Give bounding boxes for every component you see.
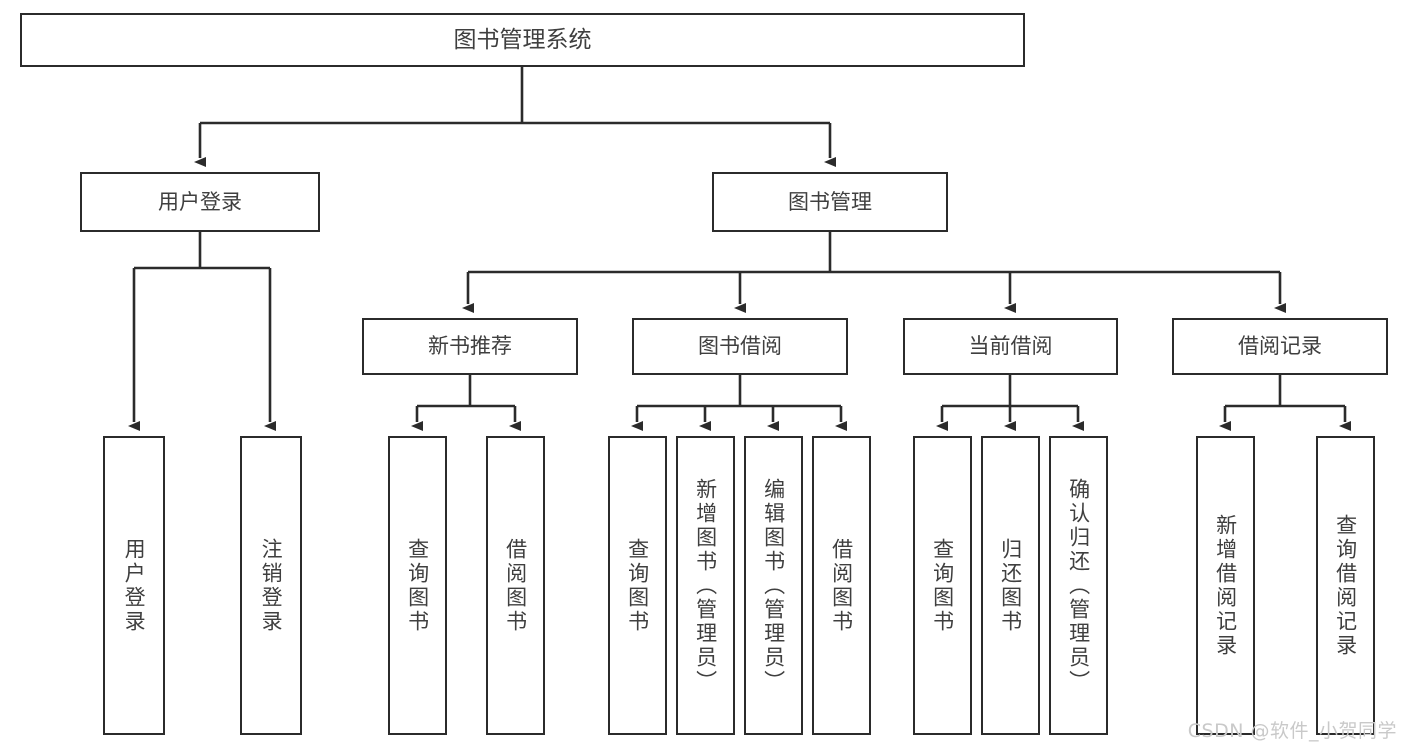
- leaf-user-login-logout[interactable]: 注销登录: [240, 436, 302, 735]
- node-label: 用户登录: [122, 537, 147, 634]
- node-label: 查询借阅记录: [1333, 513, 1358, 658]
- node-book-management[interactable]: 图书管理: [712, 172, 948, 232]
- csdn-watermark: CSDN @软件_小贺同学: [1187, 720, 1397, 742]
- leaf-borrow-borrow-book[interactable]: 借阅图书: [812, 436, 871, 735]
- node-root-system[interactable]: 图书管理系统: [20, 13, 1025, 67]
- node-label: 借阅记录: [1238, 334, 1322, 359]
- node-label: 当前借阅: [968, 334, 1053, 359]
- node-label: 注销登录: [259, 537, 284, 634]
- node-current-borrow[interactable]: 当前借阅: [903, 318, 1118, 375]
- node-new-book-recommend[interactable]: 新书推荐: [362, 318, 578, 375]
- node-label: 查询图书: [625, 537, 650, 634]
- node-label: 借阅图书: [829, 537, 854, 634]
- node-label: 新书推荐: [428, 334, 512, 359]
- node-label: 新增借阅记录: [1213, 513, 1238, 658]
- node-borrow-record[interactable]: 借阅记录: [1172, 318, 1388, 375]
- leaf-user-login-login[interactable]: 用户登录: [103, 436, 165, 735]
- leaf-current-query-book[interactable]: 查询图书: [913, 436, 972, 735]
- leaf-new-book-query[interactable]: 查询图书: [388, 436, 447, 735]
- leaf-borrow-query-book[interactable]: 查询图书: [608, 436, 667, 735]
- node-label: 图书管理: [788, 189, 872, 214]
- node-user-login[interactable]: 用户登录: [80, 172, 320, 232]
- leaf-record-query-record[interactable]: 查询借阅记录: [1316, 436, 1375, 735]
- leaf-borrow-add-book-admin[interactable]: 新增图书（管理员）: [676, 436, 735, 735]
- node-label: 借阅图书: [503, 537, 528, 634]
- leaf-record-add-record[interactable]: 新增借阅记录: [1196, 436, 1255, 735]
- node-label: 归还图书: [998, 537, 1023, 634]
- node-label: 图书管理系统: [453, 26, 592, 53]
- node-book-borrow[interactable]: 图书借阅: [632, 318, 848, 375]
- leaf-current-confirm-return-admin[interactable]: 确认归还（管理员）: [1049, 436, 1108, 735]
- node-label: 用户登录: [158, 189, 242, 214]
- leaf-new-book-borrow[interactable]: 借阅图书: [486, 436, 545, 735]
- node-label: 新增图书（管理员）: [693, 477, 718, 694]
- node-label: 确认归还（管理员）: [1066, 477, 1091, 694]
- node-label: 编辑图书（管理员）: [761, 477, 786, 694]
- leaf-current-return-book[interactable]: 归还图书: [981, 436, 1040, 735]
- leaf-borrow-edit-book-admin[interactable]: 编辑图书（管理员）: [744, 436, 803, 735]
- node-label: 图书借阅: [698, 334, 782, 359]
- node-label: 查询图书: [930, 537, 955, 634]
- node-label: 查询图书: [405, 537, 430, 634]
